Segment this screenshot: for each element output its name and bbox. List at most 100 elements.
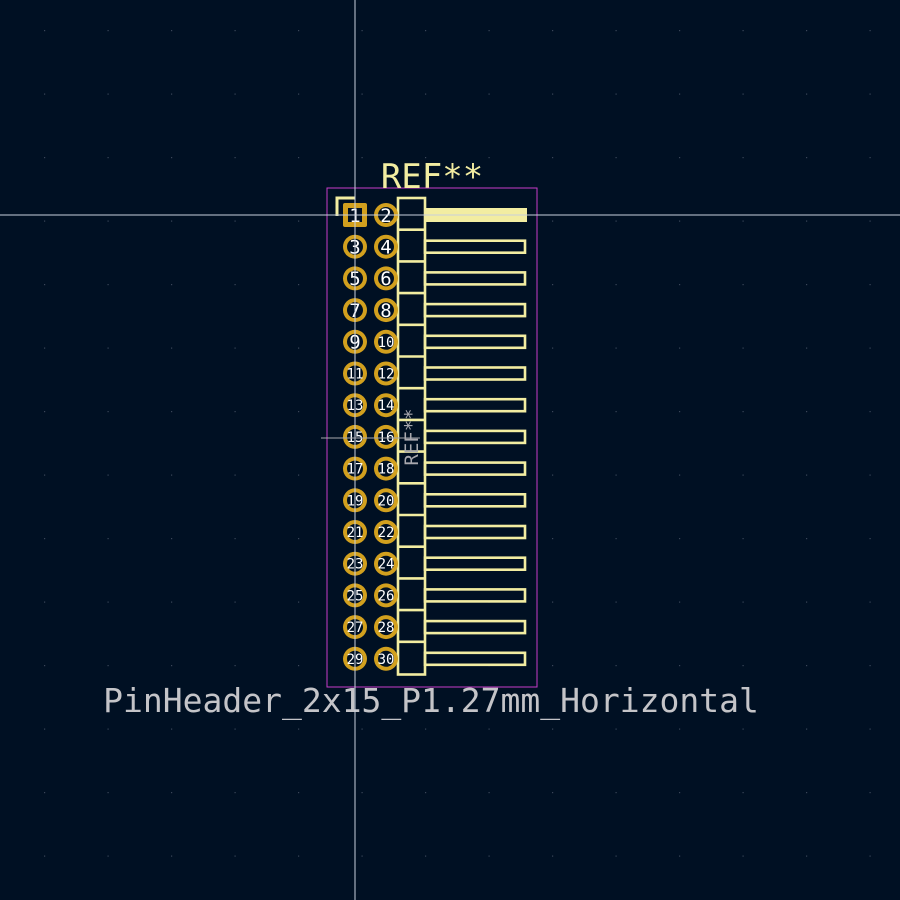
pad-4[interactable]: 4	[374, 234, 398, 259]
grid-dot	[869, 601, 871, 603]
pin-lead	[423, 492, 527, 508]
grid-dot	[171, 665, 173, 667]
pad-number: 10	[378, 335, 395, 351]
grid-dot	[615, 220, 617, 222]
pad-number: 8	[380, 300, 391, 322]
pad-hole	[378, 365, 394, 382]
grid-dot	[806, 728, 808, 730]
footprint-value-label[interactable]: PinHeader_2x15_P1.27mm_Horizontal	[103, 681, 759, 721]
grid-dot	[298, 30, 300, 32]
grid-dot	[679, 347, 681, 349]
grid-dot	[171, 728, 173, 730]
grid-dot	[742, 601, 744, 603]
pad-hole	[378, 397, 394, 414]
grid-dot	[869, 411, 871, 413]
pad-hole	[378, 238, 394, 255]
grid-dot	[234, 601, 236, 603]
grid-dot	[107, 538, 109, 540]
grid-dot	[107, 93, 109, 95]
grid-dot	[361, 855, 363, 857]
grid-dot	[298, 601, 300, 603]
grid-dot	[615, 474, 617, 476]
pad-14[interactable]: 14	[374, 393, 398, 418]
pad-number: 30	[378, 652, 395, 668]
grid-dot	[234, 157, 236, 159]
grid-dot	[742, 728, 744, 730]
grid-dot	[552, 30, 554, 32]
grid-dot	[742, 538, 744, 540]
pin-lead	[423, 334, 527, 350]
grid-dot	[44, 728, 46, 730]
pad-18[interactable]: 18	[374, 456, 398, 481]
grid-dot	[298, 284, 300, 286]
grid-dot	[298, 347, 300, 349]
pad-number: 24	[378, 557, 395, 573]
grid-dot	[742, 665, 744, 667]
grid-dot	[742, 474, 744, 476]
pad-number: 4	[380, 237, 391, 259]
pin1-marker	[335, 196, 355, 216]
grid-dot	[806, 792, 808, 794]
pad-24[interactable]: 24	[374, 551, 398, 576]
pad-16[interactable]: 16	[374, 424, 398, 449]
grid-dot	[425, 792, 427, 794]
pin-lead	[423, 397, 527, 413]
grid-dot	[361, 792, 363, 794]
pad-hole	[378, 555, 394, 572]
grid-dot	[425, 93, 427, 95]
grid-dot	[869, 665, 871, 667]
grid-dot	[44, 538, 46, 540]
grid-dot	[615, 538, 617, 540]
pin-lead	[423, 619, 527, 635]
grid-dot	[234, 93, 236, 95]
grid-dot	[806, 665, 808, 667]
grid-dot	[806, 93, 808, 95]
pad-number: 26	[378, 588, 395, 604]
pad-12[interactable]: 12	[374, 361, 398, 386]
grid-dot	[869, 792, 871, 794]
pad-hole	[378, 302, 394, 319]
grid-dot	[107, 855, 109, 857]
grid-dot	[552, 474, 554, 476]
pad-hole	[378, 619, 394, 636]
pad-30[interactable]: 30	[374, 646, 398, 671]
grid-dot	[742, 411, 744, 413]
grid-dot	[298, 220, 300, 222]
pad-8[interactable]: 8	[374, 298, 398, 323]
pin-lead	[423, 556, 527, 572]
pad-6[interactable]: 6	[374, 266, 398, 291]
grid-dot	[44, 220, 46, 222]
pad-number: 18	[378, 462, 395, 478]
pad-20[interactable]: 20	[374, 488, 398, 513]
grid-dot	[679, 220, 681, 222]
pad-26[interactable]: 26	[374, 583, 398, 608]
pin-lead	[423, 524, 527, 540]
grid-dot	[234, 411, 236, 413]
grid-dot	[869, 474, 871, 476]
reference-label[interactable]: REF**	[381, 157, 483, 197]
pad-10[interactable]: 10	[374, 329, 398, 354]
grid-dot	[361, 728, 363, 730]
grid-dot	[552, 601, 554, 603]
grid-dot	[615, 347, 617, 349]
pad-hole	[378, 270, 394, 287]
grid-dot	[742, 93, 744, 95]
grid-dot	[425, 30, 427, 32]
grid-dot	[44, 855, 46, 857]
grid-dot	[615, 728, 617, 730]
pad-hole	[378, 524, 394, 540]
pin-lead	[423, 271, 527, 286]
grid-dot	[44, 411, 46, 413]
pad-22[interactable]: 22	[374, 520, 398, 544]
grid-dot	[298, 665, 300, 667]
grid-dot	[44, 93, 46, 95]
grid-dot	[552, 792, 554, 794]
grid-dot	[44, 665, 46, 667]
pad-number: 6	[380, 268, 391, 290]
grid-dot	[679, 538, 681, 540]
grid-dot	[552, 220, 554, 222]
grid-dot	[806, 347, 808, 349]
grid-dot	[171, 538, 173, 540]
pad-28[interactable]: 28	[374, 615, 398, 640]
